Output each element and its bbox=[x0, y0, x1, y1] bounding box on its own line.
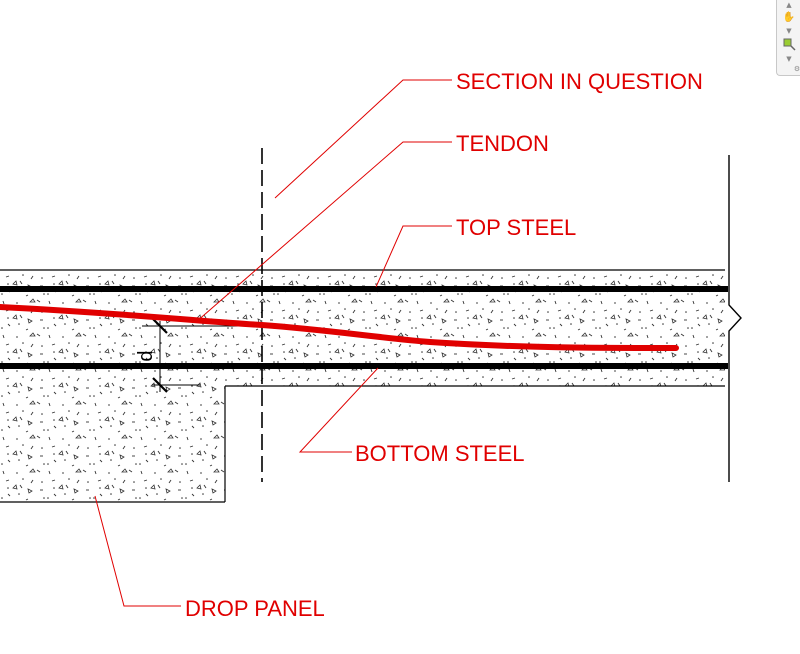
label-drop-panel: DROP PANEL bbox=[185, 596, 325, 621]
settings-icon[interactable]: ⚙ bbox=[793, 65, 800, 73]
break-line bbox=[728, 155, 742, 482]
pan-icon[interactable]: ✋ bbox=[782, 12, 796, 23]
leader-drop-panel bbox=[94, 495, 181, 607]
dimension-tick-top bbox=[152, 318, 168, 334]
chevron-down-icon[interactable]: ▼ bbox=[786, 27, 792, 35]
navigation-toolbar[interactable]: ▲ ✋ ▼ ▼ ⚙ bbox=[776, 0, 800, 76]
chevron-up-icon[interactable]: ▲ bbox=[786, 1, 792, 9]
leader-section-in-question bbox=[274, 79, 452, 199]
leader-tendon bbox=[195, 141, 452, 323]
label-section-in-question: SECTION IN QUESTION bbox=[456, 69, 703, 94]
leader-top-steel bbox=[375, 225, 452, 288]
zoom-icon[interactable] bbox=[781, 36, 797, 52]
chevron-down-icon[interactable]: ▼ bbox=[786, 55, 792, 63]
label-bottom-steel: BOTTOM STEEL bbox=[355, 441, 525, 466]
zoom-glyph bbox=[783, 38, 796, 51]
label-top-steel: TOP STEEL bbox=[456, 215, 576, 240]
leader-bottom-steel bbox=[298, 367, 379, 453]
dimension-label-d: d bbox=[135, 350, 157, 361]
dimension-tick-bottom bbox=[152, 377, 168, 393]
label-tendon: TENDON bbox=[456, 131, 549, 156]
tendon-profile bbox=[0, 304, 679, 351]
